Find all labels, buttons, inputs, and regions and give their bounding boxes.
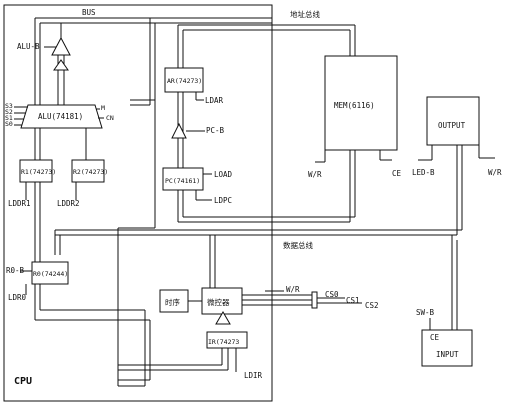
svg-text:PC(74161): PC(74161) [165, 177, 200, 185]
svg-text:AR(74273): AR(74273) [167, 77, 202, 85]
svg-text:INPUT: INPUT [436, 350, 459, 359]
svg-text:LDAR: LDAR [205, 96, 224, 105]
svg-text:LED-B: LED-B [412, 168, 435, 177]
svg-text:PC-B: PC-B [206, 126, 225, 135]
pc-b-buffer [171, 122, 187, 139]
svg-text:CN: CN [106, 114, 114, 122]
svg-text:OUTPUT: OUTPUT [438, 121, 466, 130]
pc-group: PC-B PC(74161) LOAD LDPC [162, 122, 233, 205]
cpu-boundary [3, 4, 273, 402]
svg-text:CS1: CS1 [346, 296, 360, 305]
svg-text:LDPC: LDPC [214, 196, 232, 205]
register-r1: R1(74273) LDDR1 [8, 159, 56, 208]
svg-text:S1: S1 [5, 114, 13, 122]
alu-label: ALU(74181) [38, 112, 83, 121]
alu-box [20, 104, 103, 129]
svg-text:LOAD: LOAD [214, 170, 233, 179]
alu-b-label: ALU-B [17, 42, 40, 51]
cpu-label: CPU [14, 376, 32, 387]
register-r2: R2(74273) LDDR2 [57, 159, 108, 208]
register-r0: R0(74244) R0-B LDR0 [6, 261, 69, 302]
svg-text:LDDR2: LDDR2 [57, 199, 80, 208]
svg-text:R2(74273): R2(74273) [73, 168, 108, 176]
svg-text:CE: CE [392, 169, 402, 178]
svg-text:R1(74273): R1(74273) [21, 168, 56, 176]
svg-text:CE: CE [430, 333, 440, 342]
svg-text:微控器: 微控器 [207, 297, 230, 307]
alu-group: ALU-B ALU(74181) S3 S2 S1 S0 M CN [5, 23, 114, 160]
svg-text:W/R: W/R [286, 285, 300, 294]
data-bus-lines [54, 145, 463, 371]
svg-text:M: M [101, 104, 105, 112]
memory-unit: MEM(6116) W/R CE [308, 55, 402, 179]
svg-text:LDIR: LDIR [244, 371, 263, 380]
svg-text:R0(74244): R0(74244) [33, 270, 68, 278]
svg-text:CS2: CS2 [365, 301, 379, 310]
svg-text:R0-B: R0-B [6, 266, 25, 275]
input-unit: CE INPUT SW-B [416, 308, 473, 367]
bus-label: BUS [82, 8, 96, 17]
address-bus-lines [177, 24, 356, 168]
svg-text:W/R: W/R [308, 170, 322, 179]
svg-text:时序: 时序 [165, 297, 180, 307]
svg-text:MEM(6116): MEM(6116) [334, 101, 375, 110]
svg-text:S0: S0 [5, 120, 13, 128]
svg-text:W/R: W/R [488, 168, 502, 177]
control-group: 时序 微控器 W/R CS0 CS1 CS2 IR(74273 LDIR [159, 285, 379, 380]
alu-b-buffer [51, 36, 71, 56]
svg-text:SW-B: SW-B [416, 308, 435, 317]
data-bus-label: 数据总线 [283, 240, 313, 250]
svg-text:S2: S2 [5, 108, 13, 116]
svg-text:S3: S3 [5, 102, 13, 110]
output-unit: OUTPUT LED-B W/R [412, 96, 502, 177]
svg-text:IR(74273: IR(74273 [208, 338, 239, 346]
address-bus-label: 地址总线 [290, 9, 320, 19]
register-ar: AR(74273) LDAR [164, 67, 224, 105]
svg-text:CS0: CS0 [325, 290, 339, 299]
svg-text:LDDR1: LDDR1 [8, 199, 31, 208]
svg-text:LDR0: LDR0 [8, 293, 27, 302]
